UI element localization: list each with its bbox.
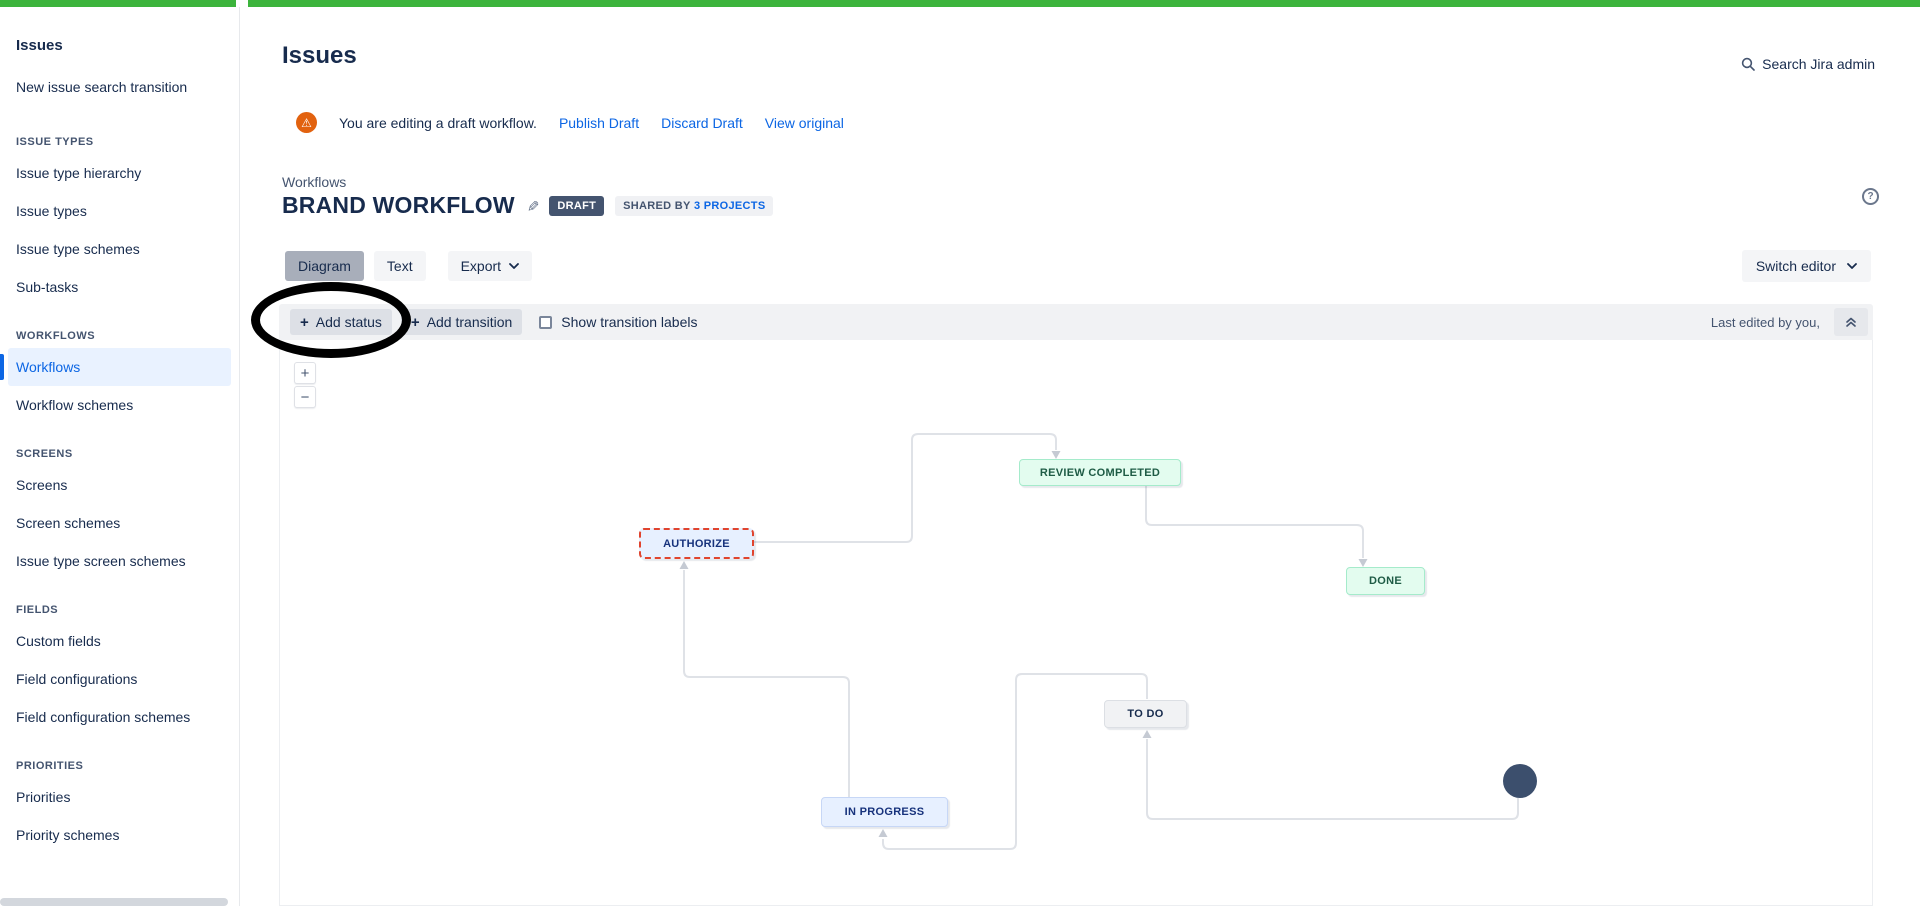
draft-banner: ⚠ You are editing a draft workflow. Publ… <box>296 112 844 133</box>
arrowhead-icon <box>1051 451 1061 459</box>
discard-draft-link[interactable]: Discard Draft <box>661 114 743 131</box>
status-node-done[interactable]: DONE <box>1346 567 1425 595</box>
status-node-authorize[interactable]: AUTHORIZE <box>639 528 754 559</box>
sidebar-scrollbar[interactable] <box>0 898 228 906</box>
sidebar-item-priorities[interactable]: Priorities <box>16 789 71 805</box>
transition-line[interactable] <box>754 433 1057 543</box>
show-transition-labels-checkbox[interactable] <box>539 315 553 329</box>
sidebar-section-issue-types: ISSUE TYPES <box>16 136 94 148</box>
draft-badge: DRAFT <box>549 195 605 216</box>
top-green-bar <box>0 0 1920 7</box>
sidebar-item-custom-fields[interactable]: Custom fields <box>16 633 101 649</box>
sidebar-item-screens[interactable]: Screens <box>16 477 68 493</box>
chevron-down-icon <box>509 263 519 269</box>
help-icon[interactable]: ? <box>1862 188 1879 205</box>
sidebar-section-screens: SCREENS <box>16 448 73 460</box>
plus-icon: + <box>410 313 420 331</box>
breadcrumb: Workflows <box>282 174 347 190</box>
arrowhead-icon <box>1142 730 1152 738</box>
sidebar-section-workflows: WORKFLOWS <box>16 330 96 342</box>
annotation-ellipse <box>251 282 411 358</box>
edit-pencil-icon[interactable]: ✎ <box>523 199 541 212</box>
publish-draft-link[interactable]: Publish Draft <box>558 114 640 131</box>
sidebar-item-field-configuration-schemes[interactable]: Field configuration schemes <box>16 709 191 725</box>
admin-search-button[interactable]: Search Jira admin <box>1741 56 1875 72</box>
transition-line[interactable] <box>882 673 1148 850</box>
top-green-bar-gap <box>236 0 248 7</box>
sidebar-item-screen-schemes[interactable]: Screen schemes <box>16 515 121 531</box>
export-label: Export <box>460 258 502 274</box>
arrowhead-icon <box>1358 559 1368 567</box>
zoom-in-button[interactable]: + <box>294 362 316 384</box>
sidebar-item-issue-types[interactable]: Issue types <box>16 203 87 219</box>
draft-banner-message: You are editing a draft workflow. <box>339 114 537 131</box>
collapse-toolbar-button[interactable] <box>1834 308 1868 336</box>
status-node-review-completed[interactable]: REVIEW COMPLETED <box>1019 459 1181 486</box>
chevron-down-icon <box>1847 263 1857 269</box>
search-icon <box>1741 57 1755 71</box>
sidebar-item-sub-tasks[interactable]: Sub-tasks <box>16 279 79 295</box>
transition-lines <box>679 433 1519 850</box>
sidebar-item-priority-schemes[interactable]: Priority schemes <box>16 827 120 843</box>
workflow-canvas[interactable]: + − REVIEW COMPLETED AUTHORIZE DONE TO D… <box>279 340 1873 906</box>
sidebar-item-new-issue-search-transition[interactable]: New issue search transition <box>16 79 188 95</box>
last-edited-text: Last edited by you, <box>1710 314 1820 330</box>
tab-text[interactable]: Text <box>373 251 426 281</box>
transition-line[interactable] <box>1146 739 1519 820</box>
arrowhead-icon <box>878 829 888 837</box>
tab-diagram[interactable]: Diagram <box>285 251 364 281</box>
admin-search-label: Search Jira admin <box>1762 56 1875 72</box>
page-title: Issues <box>282 42 357 69</box>
status-node-in-progress[interactable]: IN PROGRESS <box>821 797 948 827</box>
sidebar-item-issue-type-hierarchy[interactable]: Issue type hierarchy <box>16 165 142 181</box>
transition-line[interactable] <box>1145 486 1364 558</box>
shared-badge: SHARED BY 3 PROJECTS <box>615 195 774 216</box>
sidebar-item-field-configurations[interactable]: Field configurations <box>16 671 138 687</box>
add-transition-label: Add transition <box>426 314 513 330</box>
diagram-toolbar: + Add status + Add transition Show trans… <box>279 304 1873 340</box>
sidebar-item-workflows[interactable]: Workflows <box>0 348 231 386</box>
workflow-title-row: BRAND WORKFLOW ✎ DRAFT SHARED BY 3 PROJE… <box>282 192 774 219</box>
sidebar-item-workflow-schemes[interactable]: Workflow schemes <box>16 397 134 413</box>
switch-editor-label: Switch editor <box>1755 258 1836 274</box>
view-tabs: Diagram Text Export <box>285 251 533 281</box>
zoom-controls: + − <box>294 362 316 408</box>
arrowhead-icon <box>679 561 689 569</box>
sidebar-section-priorities: PRIORITIES <box>16 760 84 772</box>
double-chevron-up-icon <box>1846 317 1856 327</box>
sidebar-item-issue-type-schemes[interactable]: Issue type schemes <box>16 241 140 257</box>
workflow-title: BRAND WORKFLOW <box>282 192 515 218</box>
view-original-link[interactable]: View original <box>764 114 844 131</box>
sidebar-item-issue-type-screen-schemes[interactable]: Issue type screen schemes <box>16 553 186 569</box>
export-dropdown[interactable]: Export <box>447 251 533 281</box>
admin-sidebar: Issues New issue search transition ISSUE… <box>0 7 240 906</box>
sidebar-heading: Issues <box>16 37 63 54</box>
sidebar-section-fields: FIELDS <box>16 604 59 616</box>
status-node-to-do[interactable]: TO DO <box>1104 700 1187 728</box>
switch-editor-dropdown[interactable]: Switch editor <box>1741 250 1871 282</box>
transition-line[interactable] <box>683 570 850 797</box>
shared-projects-link[interactable]: 3 PROJECTS <box>693 199 766 212</box>
shared-badge-prefix: SHARED BY <box>623 199 691 212</box>
show-transition-labels-label: Show transition labels <box>561 314 698 330</box>
add-transition-button[interactable]: + Add transition <box>400 309 523 335</box>
show-transition-labels-toggle[interactable]: Show transition labels <box>539 314 697 330</box>
warning-icon: ⚠ <box>296 112 317 133</box>
initial-status-node[interactable] <box>1503 764 1537 798</box>
zoom-out-button[interactable]: − <box>294 386 316 408</box>
